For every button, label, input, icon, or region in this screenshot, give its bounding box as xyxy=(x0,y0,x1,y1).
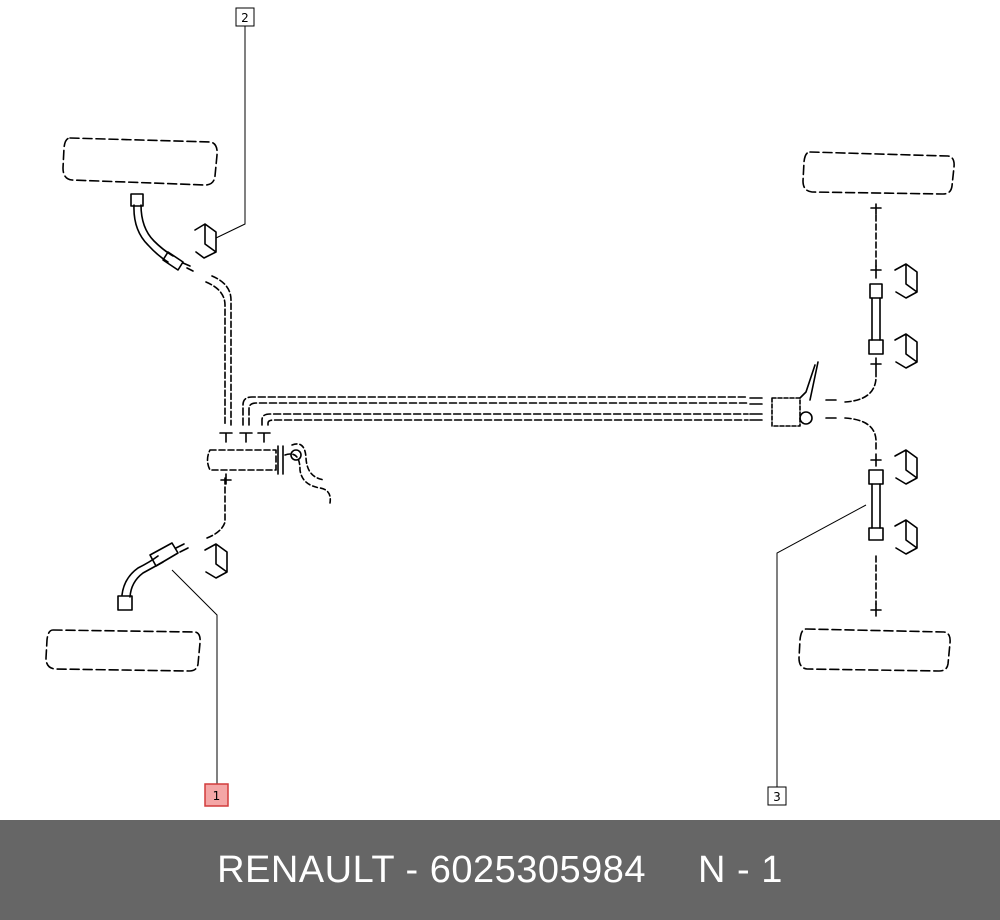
transverse-pipe-upper-2 xyxy=(248,402,749,426)
front-right-bracket-2 xyxy=(894,333,918,369)
callout-1-label: 1 xyxy=(213,789,221,803)
callout-2[interactable]: 2 xyxy=(235,7,255,27)
footer-callout-code: N - 1 xyxy=(698,848,783,891)
footer-brand-part-number: RENAULT - 6025305984 xyxy=(217,848,647,891)
front-right-wheel xyxy=(802,151,955,195)
rear-right-bracket-1 xyxy=(894,449,918,485)
front-right-bracket-1 xyxy=(894,263,918,299)
transverse-pipe-lower-2 xyxy=(267,419,749,426)
leader-line-1 xyxy=(171,569,218,784)
rear-left-bracket xyxy=(204,543,228,579)
right-junction xyxy=(749,361,837,427)
transverse-pipe-upper xyxy=(242,396,749,426)
footer-banner: RENAULT - 6025305984 N - 1 xyxy=(0,820,1000,920)
front-left-pipe-inner xyxy=(211,275,232,426)
transverse-pipe-lower xyxy=(261,413,749,426)
callout-3-label: 3 xyxy=(773,790,781,804)
rear-left-wheel xyxy=(45,629,201,672)
pipe-to-front-right xyxy=(844,367,877,403)
rear-left-pipe xyxy=(206,477,226,539)
callout-1[interactable]: 1 xyxy=(204,783,229,807)
left-distribution-block xyxy=(206,449,277,471)
front-left-pipe xyxy=(205,281,226,426)
leader-line-2 xyxy=(215,26,246,239)
front-left-wheel xyxy=(62,137,218,186)
brake-hose-diagram: 1 2 3 xyxy=(45,7,955,807)
block-unions xyxy=(219,432,271,485)
leader-line-3 xyxy=(776,504,867,787)
front-left-bracket xyxy=(194,223,217,259)
block-outlet-hose xyxy=(284,453,332,504)
pipe-to-rear-right xyxy=(844,417,877,451)
rear-right-hose xyxy=(868,453,884,617)
rear-left-hose xyxy=(117,542,189,611)
front-right-hose xyxy=(868,203,884,371)
callout-2-label: 2 xyxy=(241,11,249,25)
rear-right-bracket-2 xyxy=(894,519,918,555)
rear-right-wheel xyxy=(798,628,951,672)
front-left-hose xyxy=(130,193,194,272)
callout-3[interactable]: 3 xyxy=(767,786,787,806)
